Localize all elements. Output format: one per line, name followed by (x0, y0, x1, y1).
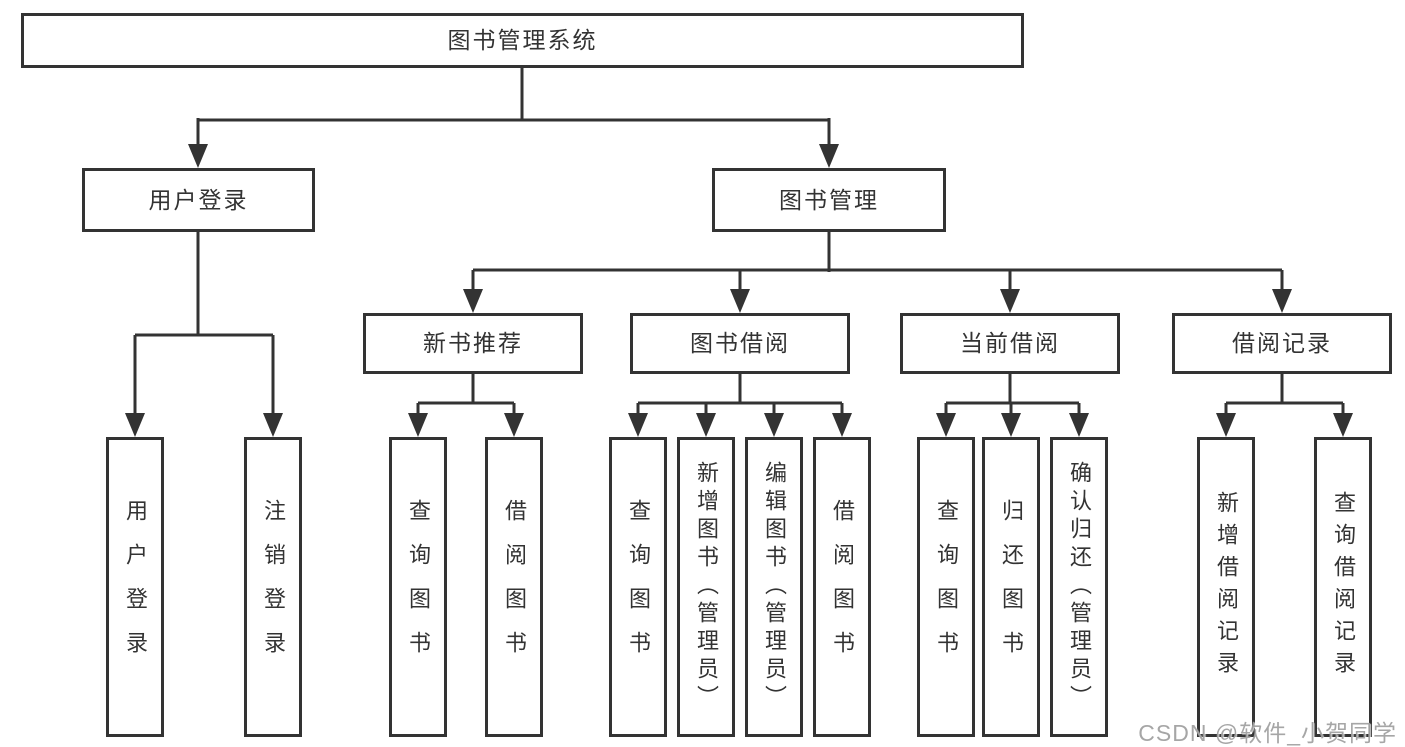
node-library-management-system: 图书管理系统 (21, 13, 1024, 68)
node-current-borrowing: 当前借阅 (900, 313, 1120, 374)
node-new-book-recommendation: 新书推荐 (363, 313, 583, 374)
connectors (133, 68, 1345, 417)
node-book-borrowing: 图书借阅 (630, 313, 850, 374)
watermark: CSDN @软件_小贺同学 (1138, 720, 1397, 746)
node-borrow-books-2: 借阅图书 (813, 437, 871, 737)
node-query-borrow-record: 查询借阅记录 (1314, 437, 1372, 737)
node-return-books: 归还图书 (982, 437, 1040, 737)
node-borrowing-records: 借阅记录 (1172, 313, 1392, 374)
arrowheads (125, 144, 1353, 437)
node-user-login: 用户登录 (82, 168, 315, 232)
node-confirm-return-admin: 确认归还（管理员） (1050, 437, 1108, 737)
node-book-management: 图书管理 (712, 168, 946, 232)
node-query-books-2: 查询图书 (609, 437, 667, 737)
node-add-books-admin: 新增图书（管理员） (677, 437, 735, 737)
node-query-books-1: 查询图书 (389, 437, 447, 737)
node-add-borrow-record: 新增借阅记录 (1197, 437, 1255, 737)
node-edit-books-admin: 编辑图书（管理员） (745, 437, 803, 737)
node-logout: 注销登录 (244, 437, 302, 737)
node-query-books-3: 查询图书 (917, 437, 975, 737)
node-user-login-leaf: 用户登录 (106, 437, 164, 737)
node-borrow-books-1: 借阅图书 (485, 437, 543, 737)
